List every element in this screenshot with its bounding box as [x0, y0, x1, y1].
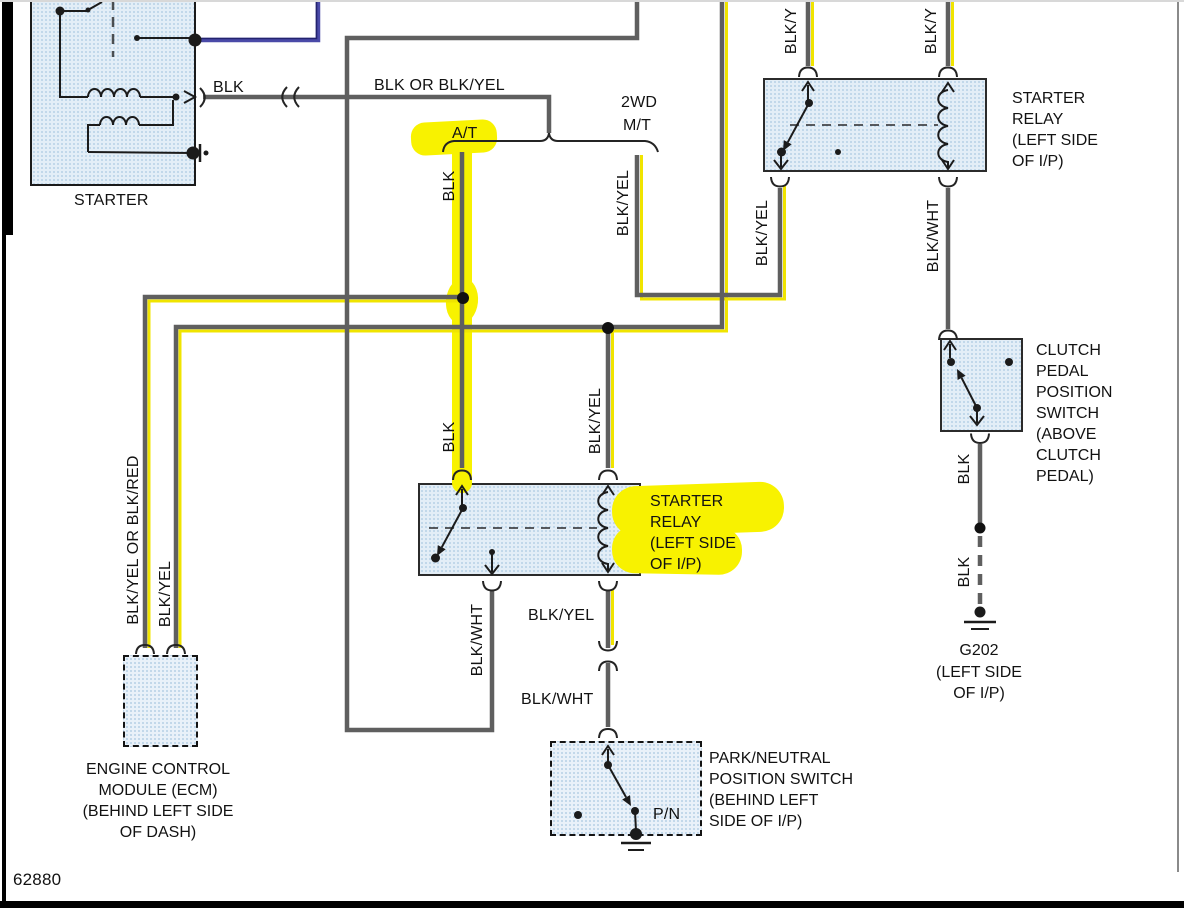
wire-label-blkwht-to-pn: BLK/WHT — [521, 691, 594, 708]
wire-blk-feed — [203, 94, 552, 133]
starter-box — [30, 0, 196, 186]
starter-relay-center-box — [418, 483, 641, 576]
ecm-box — [123, 655, 198, 747]
branch-label-mt: M/T — [623, 117, 652, 134]
wire-label-blk-starter: BLK — [213, 79, 244, 96]
wire-blkyel-or-blkred — [142, 294, 460, 648]
branch-label-at: A/T — [452, 125, 478, 142]
wire-label-blkyel-below-relay: BLK/YEL — [528, 607, 595, 624]
component-label-starter: STARTER — [74, 192, 149, 209]
wire-label-blk-at-upper: BLK — [441, 170, 459, 202]
wire-label-blkwht-center: BLK/WHT — [469, 603, 487, 677]
wire-label-blkyel-coil: BLK/YEL — [587, 387, 605, 455]
pn-contact-label: P/N — [653, 806, 681, 823]
component-label-starter-relay-upper: STARTER RELAY (LEFT SIDE OF I/P) — [1012, 90, 1098, 170]
top-edge-line — [0, 0, 1184, 2]
wire-label-blkyel-mt: BLK/YEL — [615, 169, 633, 237]
right-edge-line — [1177, 0, 1179, 872]
branch-label-2wd: 2WD — [621, 94, 658, 111]
component-label-ecm: ENGINE CONTROL MODULE (ECM) (BEHIND LEFT… — [82, 761, 234, 841]
wire-label-blky-right: BLK/Y — [923, 7, 941, 55]
left-edge-bar-top — [2, 0, 13, 235]
wire-label-blk-clutch-upper: BLK — [956, 453, 974, 485]
ground-g202-symbol — [964, 606, 996, 630]
wire-label-blk-at-lower: BLK — [441, 421, 459, 453]
wire-label-blky-left: BLK/Y — [783, 7, 801, 55]
clutch-pedal-position-switch-box — [940, 338, 1023, 432]
component-label-starter-relay-center: STARTER RELAY (LEFT SIDE OF I/P) — [650, 493, 736, 573]
wire-label-blkyel-relay-out: BLK/YEL — [754, 199, 772, 267]
wire-label-blk-clutch-lower: BLK — [956, 556, 974, 588]
wire-label-blk-or-blkyel: BLK OR BLK/YEL — [374, 77, 505, 94]
component-label-clutch-switch: CLUTCH PEDAL POSITION SWITCH (ABOVE CLUT… — [1036, 342, 1113, 485]
wire-label-blkyel-ecm: BLK/YEL — [157, 560, 175, 628]
highlight-junction — [443, 276, 481, 326]
blue-wire — [196, 0, 321, 43]
wire-label-blkwht-relay-out: BLK/WHT — [925, 199, 943, 273]
component-label-g202: G202 (LEFT SIDE OF I/P) — [936, 642, 1022, 702]
starter-relay-upper-box — [763, 78, 987, 172]
figure-number: 62880 — [13, 870, 62, 889]
left-edge-bar — [2, 235, 6, 901]
wire-label-blkyel-or-blkred: BLK/YEL OR BLK/RED — [125, 455, 143, 625]
component-label-pn-switch: PARK/NEUTRAL POSITION SWITCH (BEHIND LEF… — [709, 750, 853, 830]
bottom-edge-bar — [0, 901, 1184, 908]
